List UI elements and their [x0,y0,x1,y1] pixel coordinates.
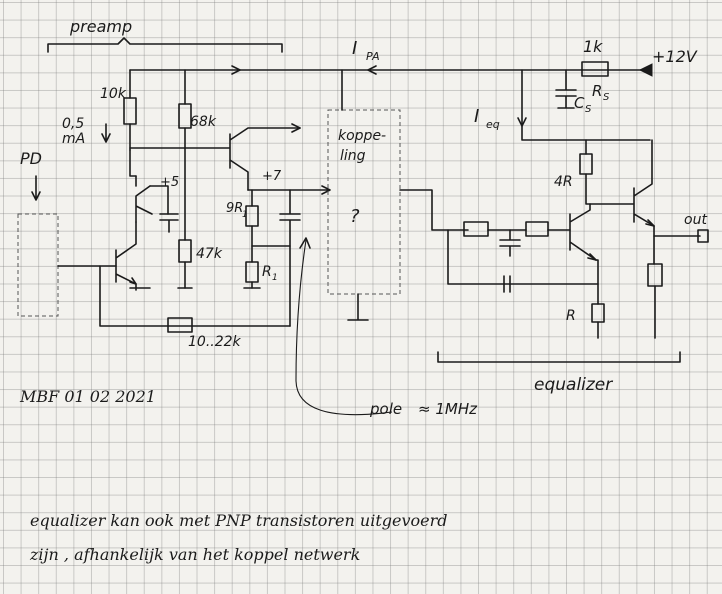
current-unit-label: mA [62,131,85,147]
resistor-47k-label: 47k [196,246,223,262]
ipa-subscript: PA [366,50,380,63]
resistor-9r1-subscript: 1 [242,210,248,220]
resistor-9r1 [245,205,259,227]
ieq-subscript: eq [486,118,500,131]
photodiode-arrow-icon [31,175,41,201]
rs-label: R [592,82,602,100]
coupling-question-label: ? [350,206,360,227]
output-terminal [697,229,709,243]
photodiode-label: PD [20,149,42,168]
eq-capacitor-1 [499,229,521,257]
photodiode-box [17,213,59,317]
rs-subscript: S [603,92,610,103]
output-label: out [684,212,707,228]
equalizer-brace [437,351,681,363]
transistor-q3 [129,123,301,191]
feedback-resistor-label: 10..22k [188,334,242,350]
note-line-2: zijn , afhankelijk van het koppel netwer… [29,545,360,564]
pole-pointer [295,239,393,416]
capacitor-c1 [159,213,179,233]
resistor-10k-label: 10k [100,86,127,102]
eq-resistor-1 [463,221,489,237]
resistor-68k-label: 68k [190,114,217,130]
eq-resistor-r-label: R [566,308,576,324]
current-arrow-icon [101,123,111,143]
eq-resistor-r [591,303,605,323]
resistor-r1 [245,261,259,283]
coupling-label-2: ling [340,148,366,164]
resistor-9r1-label: 9R [226,201,243,216]
resistor-47k [178,239,192,263]
eq-output-resistor [647,263,663,287]
resistor-r1-subscript: 1 [272,273,278,283]
eq-resistor-4r [579,153,593,175]
pole-arrow-icon [299,237,311,249]
coupling-ground [347,293,369,321]
note-line-1: equalizer kan ook met PNP transistoren u… [30,511,448,530]
preamp-brace [47,37,283,53]
ieq-label: I [474,106,479,127]
eq-transistor-1 [569,203,597,261]
pole-label: pole [369,400,402,418]
coupling-label-1: koppe- [338,128,386,144]
gain-5-label: +5 [160,175,179,190]
equalizer-label: equalizer [534,375,613,395]
cs-capacitor [555,69,577,109]
resistor-r1-label: R [262,264,272,280]
eq-transistor-2 [589,139,655,227]
current-label: 0,5 [62,116,84,132]
cs-label: C [574,94,585,112]
supply-arrow-icon [638,63,653,77]
coupling-network-box [327,109,401,295]
eq-capacitor-2 [447,229,599,293]
signature: MBF 01 02 2021 [19,387,156,406]
transistor-q1 [115,221,137,291]
eq-resistor-2 [525,221,549,237]
eq-resistor-4r-label: 4R [554,174,573,190]
supply-resistor-label: 1k [583,37,603,56]
supply-label: +12V [652,47,698,66]
ieq-wire [521,69,651,141]
pole-value-label: ≈ 1MHz [418,400,478,418]
cs-subscript: S [585,104,592,115]
supply-resistor [581,61,609,77]
preamp-label: preamp [69,17,132,36]
transistor-q2 [129,149,169,223]
feedback-resistor [167,317,193,333]
ieq-arrow-icon [517,117,527,127]
ipa-label: I [352,38,357,59]
supply-rail [129,65,651,75]
gain-7-label: +7 [262,169,282,184]
capacitor-coupling [279,189,301,327]
